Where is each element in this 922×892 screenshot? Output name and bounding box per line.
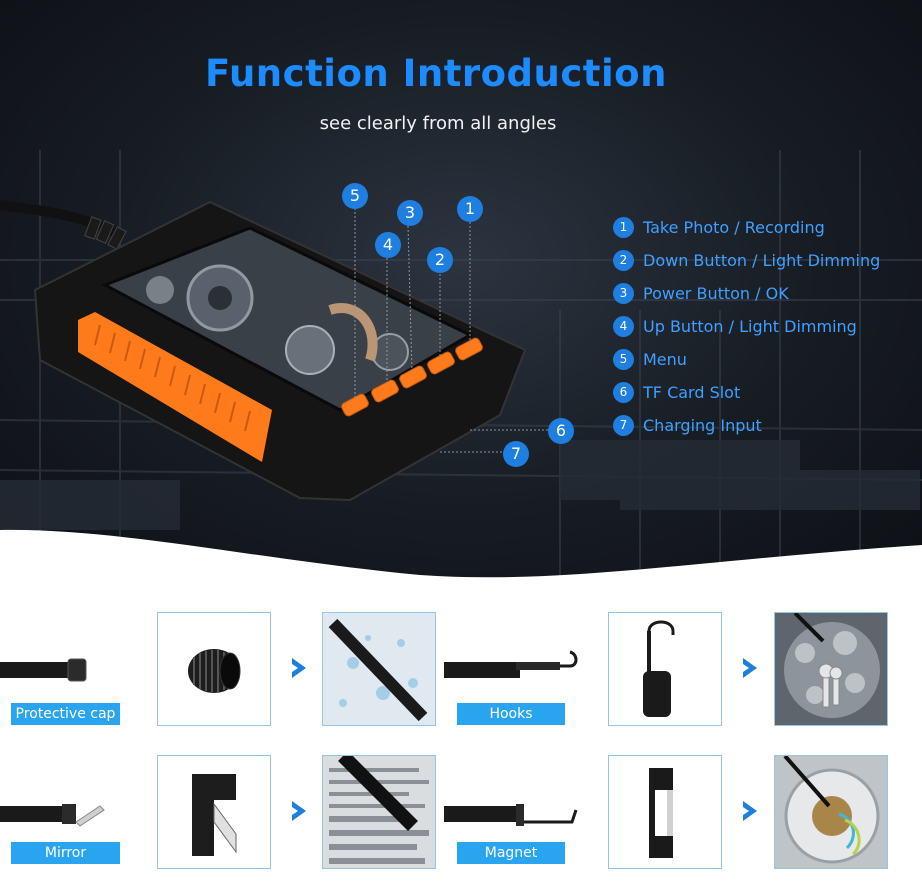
feature-label: TF Card Slot bbox=[643, 383, 741, 402]
callout-badge-6: 6 bbox=[548, 418, 574, 444]
feature-label: Take Photo / Recording bbox=[643, 218, 825, 237]
feature-item: 5 Menu bbox=[613, 343, 880, 376]
hook-icon bbox=[643, 620, 675, 717]
feature-item: 7 Charging Input bbox=[613, 409, 880, 442]
page-subtitle: see clearly from all angles bbox=[319, 113, 557, 134]
mirror-icon bbox=[192, 774, 237, 856]
chevron-right-icon bbox=[292, 801, 306, 821]
probe-with-hook-image bbox=[444, 650, 578, 678]
feature-item: 2 Down Button / Light Dimming bbox=[613, 244, 880, 277]
feature-number: 3 bbox=[613, 283, 634, 304]
factory-background bbox=[0, 150, 922, 580]
feature-label: Menu bbox=[643, 350, 687, 369]
feature-item: 1 Take Photo / Recording bbox=[613, 211, 880, 244]
mirror-label: Mirror bbox=[11, 842, 120, 864]
feature-label: Charging Input bbox=[643, 416, 762, 435]
probe-with-magnet-image bbox=[444, 804, 578, 826]
feature-number: 6 bbox=[613, 382, 634, 403]
feature-item: 3 Power Button / OK bbox=[613, 277, 880, 310]
callout-badge-1: 1 bbox=[457, 196, 483, 222]
feature-label: Power Button / OK bbox=[643, 284, 789, 303]
hooks-image bbox=[608, 612, 722, 726]
hero-section: Function Introduction see clearly from a… bbox=[0, 0, 922, 580]
mirror-text-photo bbox=[322, 755, 436, 869]
feature-number: 1 bbox=[613, 217, 634, 238]
chevron-right-icon bbox=[743, 801, 757, 821]
magnet-label: Magnet bbox=[457, 842, 565, 864]
feature-item: 6 TF Card Slot bbox=[613, 376, 880, 409]
keys-in-drain-photo bbox=[774, 612, 888, 726]
feature-label: Down Button / Light Dimming bbox=[643, 251, 881, 270]
feature-number: 4 bbox=[613, 316, 634, 337]
page-title: Function Introduction bbox=[205, 52, 667, 95]
chevron-right-icon bbox=[743, 658, 757, 678]
chevron-right-icon bbox=[292, 658, 306, 678]
water-splash-photo bbox=[322, 612, 436, 726]
callout-badge-2: 2 bbox=[427, 247, 453, 273]
feature-label: Up Button / Light Dimming bbox=[643, 317, 857, 336]
feature-number: 2 bbox=[613, 250, 634, 271]
cap-icon bbox=[188, 649, 241, 693]
callout-badge-3: 3 bbox=[397, 200, 423, 226]
hooks-label: Hooks bbox=[457, 703, 565, 725]
feature-item: 4 Up Button / Light Dimming bbox=[613, 310, 880, 343]
callout-badge-4: 4 bbox=[375, 232, 401, 258]
probe-with-cap-image bbox=[0, 658, 87, 682]
feature-list: 1 Take Photo / Recording 2 Down Button /… bbox=[613, 211, 880, 442]
probe-with-mirror-image bbox=[0, 804, 105, 827]
protective-cap-image bbox=[157, 612, 271, 726]
magnet-icon bbox=[649, 768, 673, 858]
feature-number: 7 bbox=[613, 415, 634, 436]
callout-badge-7: 7 bbox=[503, 441, 529, 467]
protective-cap-label: Protective cap bbox=[11, 703, 120, 725]
paperclips-photo bbox=[774, 755, 888, 869]
mirror-image bbox=[157, 755, 271, 869]
feature-number: 5 bbox=[613, 349, 634, 370]
callout-badge-5: 5 bbox=[342, 183, 368, 209]
endoscope-device bbox=[0, 200, 548, 502]
magnet-image bbox=[608, 755, 722, 869]
